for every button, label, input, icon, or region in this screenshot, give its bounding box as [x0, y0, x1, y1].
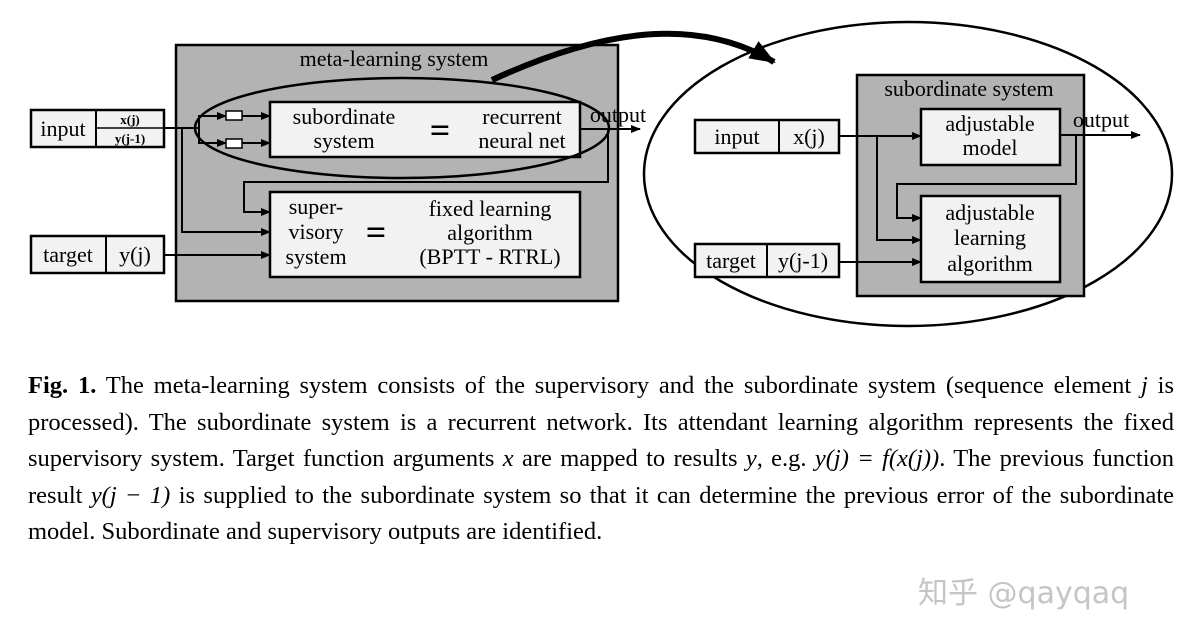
caption-math: y(j − 1) — [90, 481, 171, 509]
recurrent-label-line1: recurrent — [482, 104, 561, 129]
zoom-title: subordinate system — [884, 76, 1053, 101]
target-label: target — [43, 242, 93, 267]
caption-text: is supplied to the subordinate system so… — [28, 481, 1175, 546]
fixed-algorithm-line3: (BPTT - RTRL) — [419, 244, 560, 269]
adjustable-model-line2: model — [963, 135, 1018, 160]
target-y-label: y(j) — [119, 242, 151, 267]
zoom-ellipse — [642, 20, 1174, 328]
meta-learning-title: meta-learning system — [300, 46, 489, 71]
caption-text: is processed). The subordinate system is… — [28, 372, 1175, 472]
subordinate-label-line1: subordinate — [293, 104, 396, 129]
caption-text: are mapped to results — [513, 445, 746, 472]
caption-math: x — [502, 445, 514, 472]
adjustable-algorithm-line1: adjustable — [945, 200, 1034, 225]
target-box — [29, 234, 166, 275]
zoom-target-label: target — [706, 248, 756, 273]
fixed-algorithm-line1: fixed learning — [429, 196, 552, 221]
recurrent-label-line2: neural net — [478, 128, 565, 153]
adjustable-algorithm-line3: algorithm — [947, 251, 1033, 276]
adjustable-model-line1: adjustable — [945, 111, 1034, 136]
subordinate-label-line2: system — [313, 128, 374, 153]
adjustable-algorithm-box — [919, 194, 1062, 284]
adjustable-algorithm-line2: learning — [954, 225, 1026, 250]
caption-math: j — [1141, 372, 1148, 399]
zoom-input-label: input — [714, 124, 759, 149]
input-node-bottom — [225, 138, 243, 149]
caption-text: The meta-learning system consists of the… — [96, 372, 1142, 399]
caption-text: , e.g. — [756, 445, 815, 472]
zoom-input-x-label: x(j) — [793, 124, 825, 149]
caption-math: y(j) = f(x(j)) — [814, 445, 940, 472]
fixed-algorithm-line2: algorithm — [447, 220, 533, 245]
figure-label: Fig. 1. — [28, 372, 97, 399]
output-label: output — [590, 102, 646, 127]
supervisory-equals: = — [366, 212, 387, 252]
supervisory-label-line3: system — [285, 244, 346, 269]
zoom-output-label: output — [1073, 107, 1129, 132]
input-x-label: x(j) — [120, 112, 140, 127]
subordinate-system-box — [268, 100, 582, 159]
zoom-arrow — [490, 30, 776, 83]
caption-math: y — [745, 445, 757, 472]
input-y-label: y(j-1) — [115, 131, 145, 146]
caption-text: . The previous function result — [28, 445, 1175, 509]
adjustable-model-box — [919, 107, 1062, 167]
zoom-target-y-label: y(j-1) — [778, 248, 828, 273]
input-label: input — [40, 116, 85, 141]
figure-caption: Fig. 1. The meta-learning system consist… — [28, 368, 1174, 551]
supervisory-label-line1: super- — [289, 194, 344, 219]
supervisory-system-box — [268, 190, 582, 279]
subordinate-equals: = — [430, 110, 451, 150]
supervisory-label-line2: visory — [289, 219, 344, 244]
input-node-top — [225, 110, 243, 121]
